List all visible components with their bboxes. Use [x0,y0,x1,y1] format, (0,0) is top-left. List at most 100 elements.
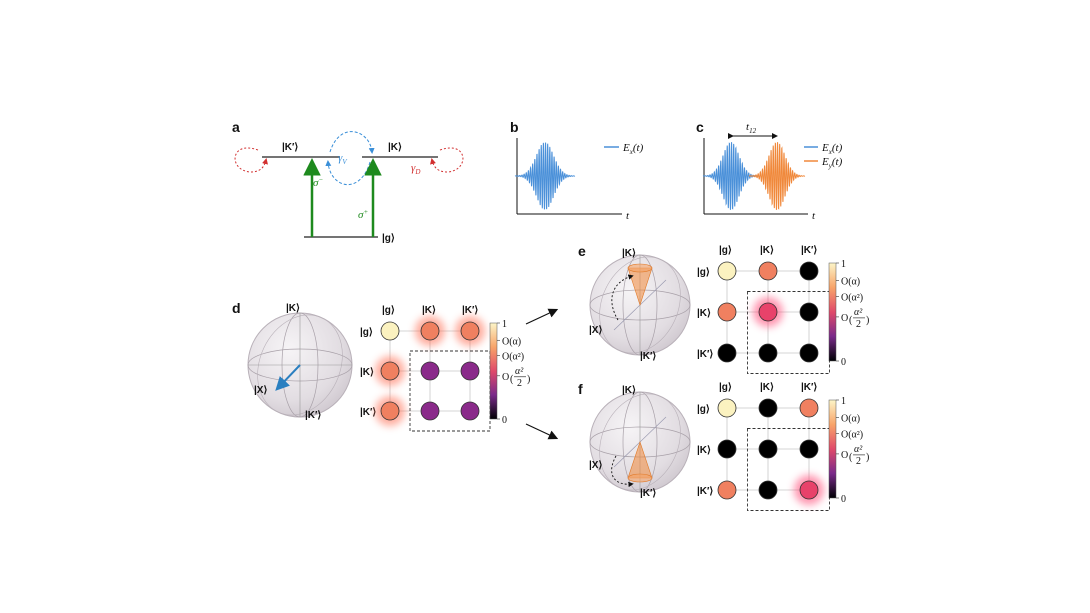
matrix-col-header: |g⟩ [719,245,732,256]
matrix-cell [799,302,819,322]
matrix-cell [420,321,440,341]
matrix-cell [420,361,440,381]
sigma-minus-label: σ− [313,176,323,189]
matrix-cell [420,401,440,421]
colorbar-frac-den: 2 [517,378,522,389]
matrix-cell [717,398,737,418]
dephasing-loop-left [234,147,268,173]
rotation-path [611,274,634,321]
bloch-f-top-label: |K⟩ [622,385,636,396]
colorbar-tick-label: O(α) [841,277,860,288]
panel-e-label: e [578,243,586,259]
colorbar-tick-label: O(α²) [502,352,524,363]
panel-f: f |K⟩ |X⟩ |K′⟩ |g⟩|K⟩|K′⟩|g⟩|K⟩|K′⟩1O(α)… [578,381,869,511]
bloch-f-bottom-label: |K′⟩ [640,488,656,499]
matrix-col-header: |K′⟩ [801,245,817,256]
pulse-ex-trace [702,142,760,210]
colorbar-tick-label: 1 [841,259,846,270]
colorbar-tick-label: O(α²) [841,292,863,303]
bloch-sphere-e [589,254,691,356]
panel-c: c t12 Ex(t) Ey(t) t [696,119,843,222]
matrix-col-header: |g⟩ [382,305,395,316]
matrix-row-header: |g⟩ [697,404,710,415]
colorbar [828,262,837,362]
matrix-cell [799,439,819,459]
matrix-cell [717,439,737,459]
panel-a: a |K′⟩ |K⟩ |g⟩ γD γV σ− σ+ [232,119,464,244]
delay-t12-label: t12 [746,121,757,135]
panel-b-label: b [510,119,519,135]
colorbar-tick-label: O(α²) [841,429,863,440]
matrix-row-header: |K⟩ [697,445,711,456]
matrix-cell [758,398,778,418]
bloch-e-bottom-label: |K′⟩ [640,351,656,362]
matrix-cell [380,401,400,421]
matrix-col-header: |g⟩ [719,382,732,393]
coupling-arc-top [329,131,375,154]
panel-a-label: a [232,119,240,135]
colorbar [828,399,837,499]
matrix-cell [758,343,778,363]
panel-f-label: f [578,381,583,397]
colorbar-tick-label: O(α) [502,336,521,347]
matrix-cell [758,439,778,459]
colorbar-frac-num: α² [854,444,863,455]
colorbar-tick-label: 1 [502,319,507,330]
matrix-col-header: |K′⟩ [801,382,817,393]
matrix-row-header: |K′⟩ [697,486,713,497]
bloch-d-bottom-label: |K′⟩ [305,410,321,421]
bloch-sphere-f [589,391,691,493]
matrix-cell [717,343,737,363]
ket-kprime-label: |K′⟩ [282,142,298,153]
matrix-col-header: |K⟩ [422,305,436,316]
colorbar-tick-label: 0 [841,494,846,505]
matrix-cell [460,401,480,421]
colorbar-frac-den: 2 [856,319,861,330]
bloch-f-left-label: |X⟩ [589,460,602,471]
matrix-row-header: |K⟩ [697,308,711,319]
colorbar-tick-label: O [841,313,848,324]
matrix-row-header: |g⟩ [697,267,710,278]
colorbar-tick-label: 0 [502,415,507,426]
panel-b-axis-t: t [626,210,630,222]
colorbar-tick-label: 0 [841,357,846,368]
matrix-row-header: |K⟩ [360,367,374,378]
matrix-row-header: |K′⟩ [360,407,376,418]
panel-d: d |K⟩ |X⟩ |K′⟩ |g⟩|K⟩|K′⟩|g⟩|K⟩|K′⟩1O(α)… [232,300,530,432]
matrix-cell [758,261,778,281]
pulse-ey-trace [748,142,806,210]
matrix-col-header: |K⟩ [760,382,774,393]
colorbar-paren-right: ) [527,374,530,385]
colorbar-frac-num: α² [854,307,863,318]
rotation-path [611,455,634,488]
legend-ex-label: Ex(t) [821,142,843,156]
matrix-cell [799,480,819,500]
matrix-col-header: |K′⟩ [462,305,478,316]
panel-c-axis-t: t [812,210,816,222]
colorbar-tick-label: O [502,372,509,383]
dephasing-loop-right [430,147,464,173]
legend-ex-label: Ex(t) [622,142,644,156]
matrix-cell [799,261,819,281]
gamma-v-label: γV [338,152,347,166]
matrix-row-header: |g⟩ [360,327,373,338]
ket-g-label: |g⟩ [382,233,395,244]
legend-ey-label: Ey(t) [821,156,843,170]
bloch-d-left-label: |X⟩ [254,385,267,396]
pulse-ex-trace [514,142,576,210]
matrix-cell [717,302,737,322]
bloch-e-left-label: |X⟩ [589,325,602,336]
colorbar-paren-left: ( [510,374,514,385]
matrix-col-header: |K⟩ [760,245,774,256]
bloch-sphere-d [247,312,353,418]
matrix-cell [380,321,400,341]
matrix-row-header: |K′⟩ [697,349,713,360]
colorbar-paren-left: ( [849,452,853,463]
panel-d-label: d [232,300,241,316]
coupling-arc-bottom [325,160,371,185]
coherence-block-box [409,350,491,432]
